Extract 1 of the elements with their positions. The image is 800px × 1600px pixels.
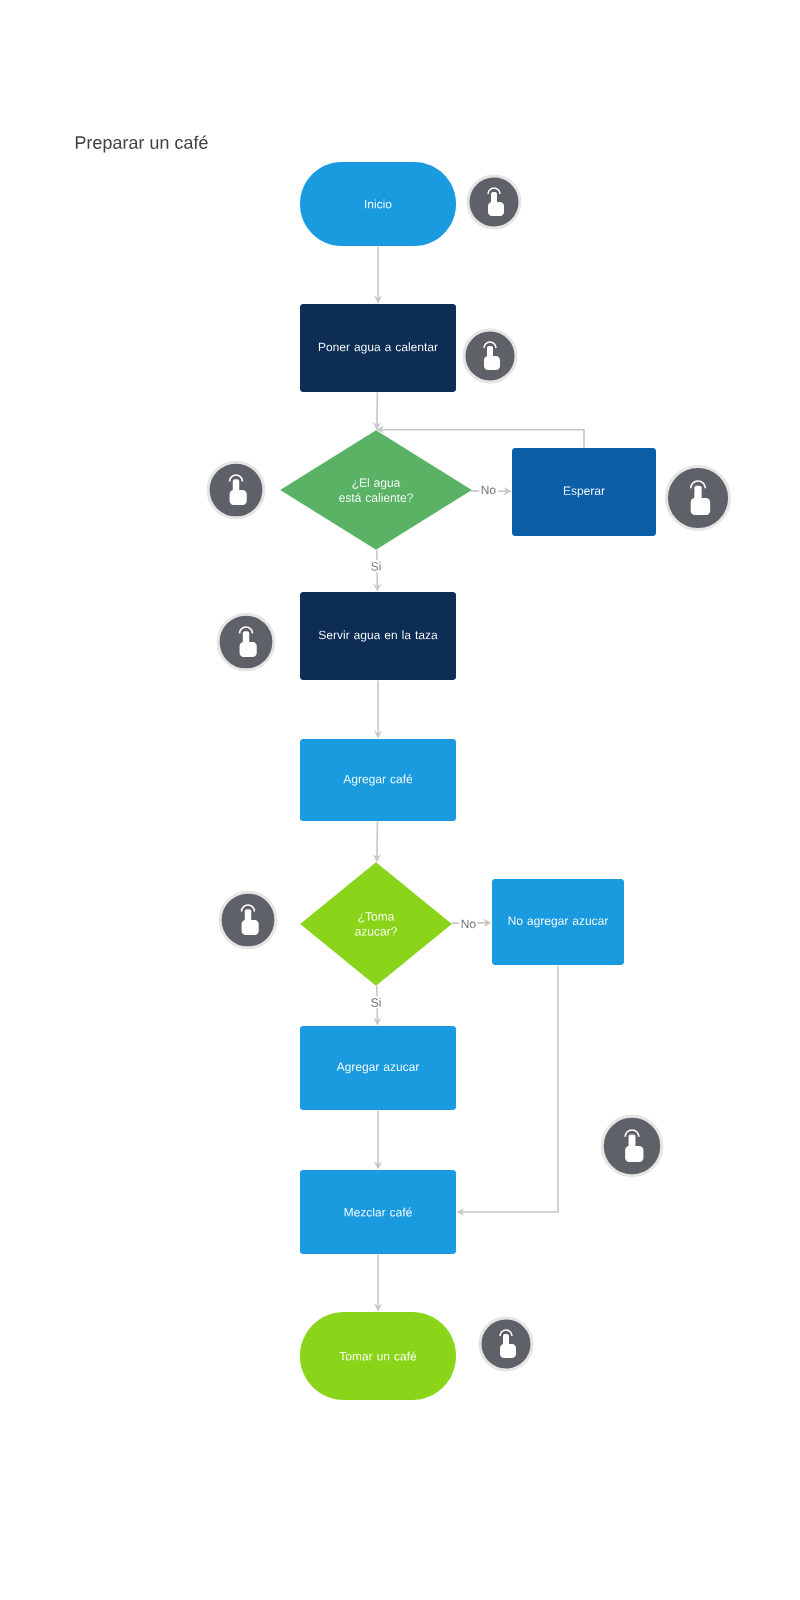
diagram-title: Preparar un café — [75, 135, 208, 153]
